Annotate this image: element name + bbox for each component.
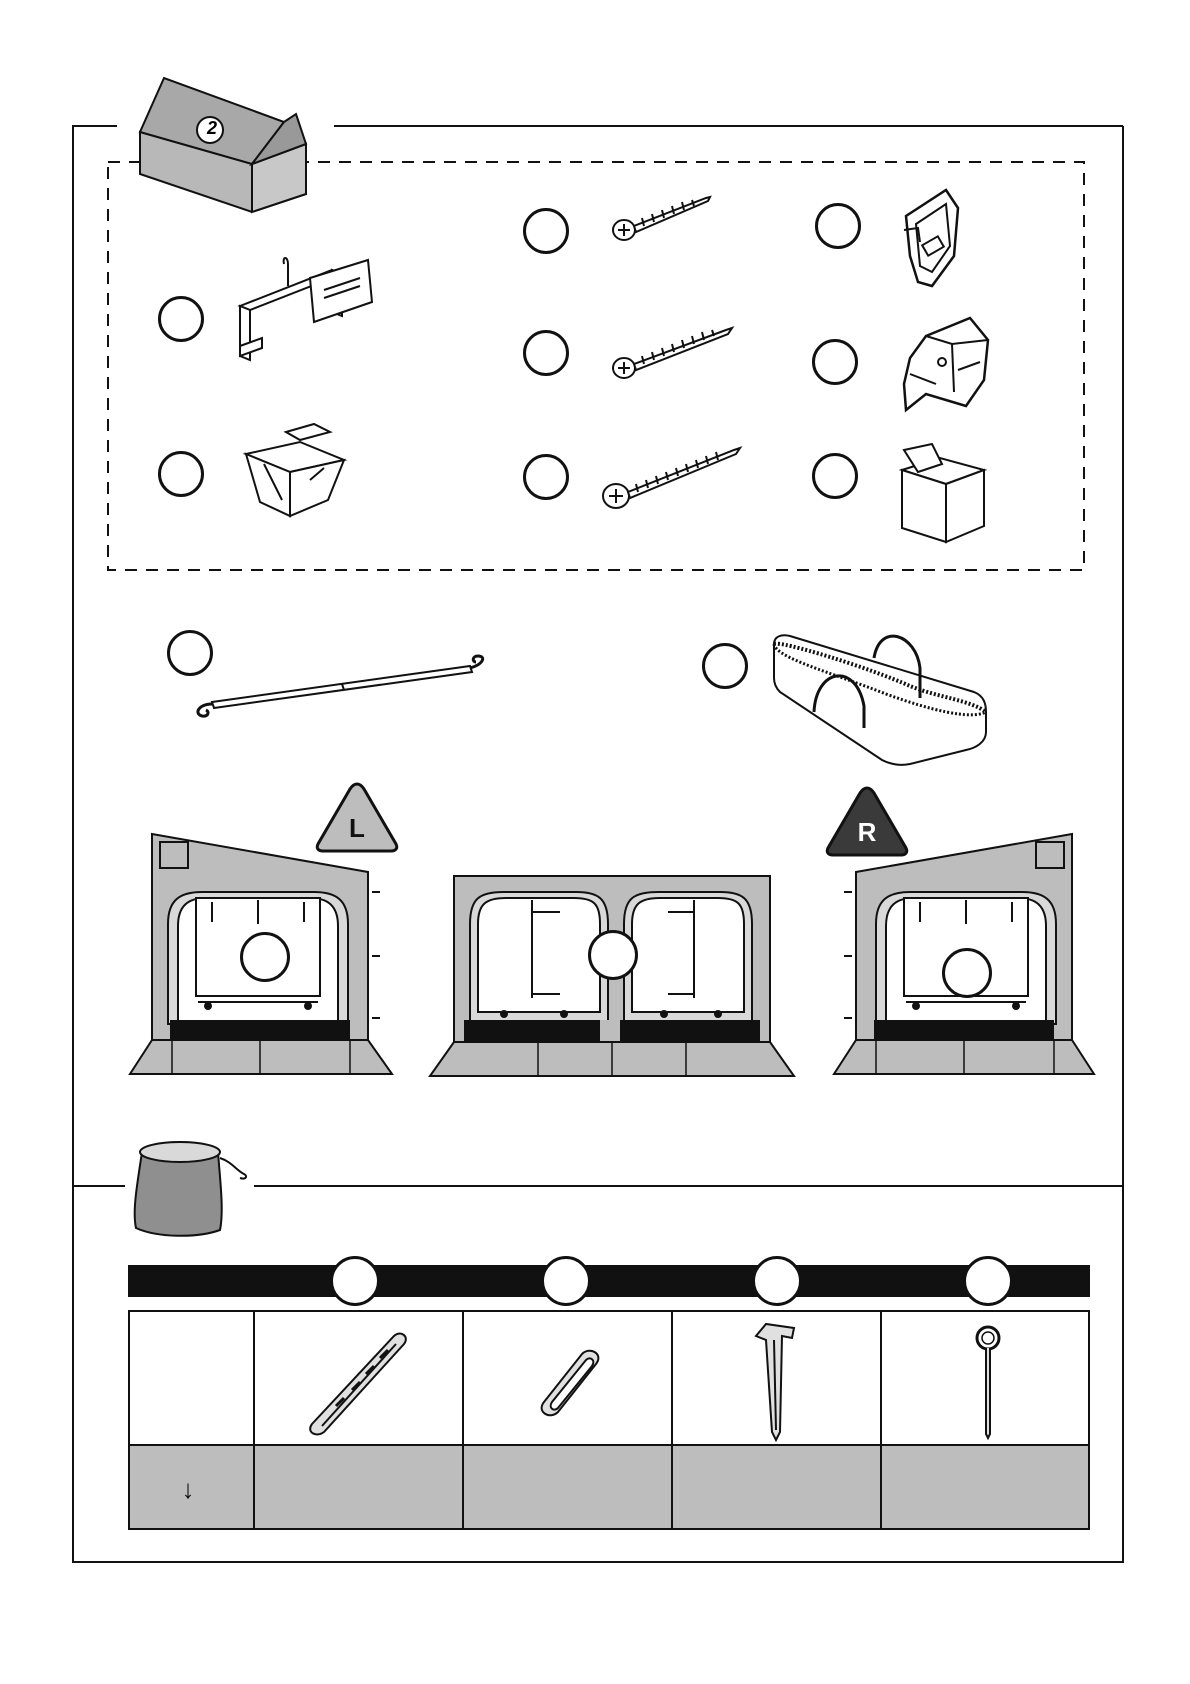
right-badge-label: R (852, 817, 882, 848)
tent-peg-icon (750, 1322, 800, 1442)
item-circle-screw-large (523, 454, 569, 500)
parts-table-grid (128, 1310, 1090, 1530)
screw-medium-icon (610, 322, 740, 386)
item-circle-pin-peg (963, 1256, 1013, 1306)
pin-peg-icon (968, 1324, 1008, 1440)
box-number: 2 (200, 118, 224, 139)
parts-header-bar (128, 1265, 1090, 1297)
item-circle-front-panel (588, 930, 638, 980)
item-circle-screw-medium (523, 330, 569, 376)
bracket-icon (232, 256, 382, 366)
left-badge-label: L (342, 813, 372, 844)
screw-large-icon (600, 440, 746, 516)
item-circle-pole-holder (812, 339, 858, 385)
down-arrow-icon: ↓ (168, 1474, 208, 1505)
tension-pole-icon (192, 654, 494, 720)
rubber-ring-icon (534, 1346, 604, 1418)
item-circle-strap-buckle (815, 203, 861, 249)
peg-strap-icon (306, 1328, 412, 1438)
item-circle-tape (812, 453, 858, 499)
item-circle-screw-small (523, 208, 569, 254)
item-circle-bracket (158, 296, 204, 342)
item-circle-rubber-ring (541, 1256, 591, 1306)
item-circle-right-panel (942, 948, 992, 998)
item-circle-left-panel (240, 932, 290, 982)
item-circle-tent-peg (752, 1256, 802, 1306)
strap-buckle-icon (896, 186, 968, 292)
tape-roll-icon (898, 440, 988, 544)
pole-holder-icon (896, 314, 996, 414)
box-icon (132, 74, 312, 214)
item-circle-peg-strap (330, 1256, 380, 1306)
item-circle-clip (158, 451, 204, 497)
clip-icon (240, 420, 350, 520)
screw-small-icon (610, 192, 720, 246)
item-circle-storage-bag (702, 643, 748, 689)
drawstring-bag-icon (128, 1140, 250, 1240)
storage-bag-icon (770, 628, 990, 770)
